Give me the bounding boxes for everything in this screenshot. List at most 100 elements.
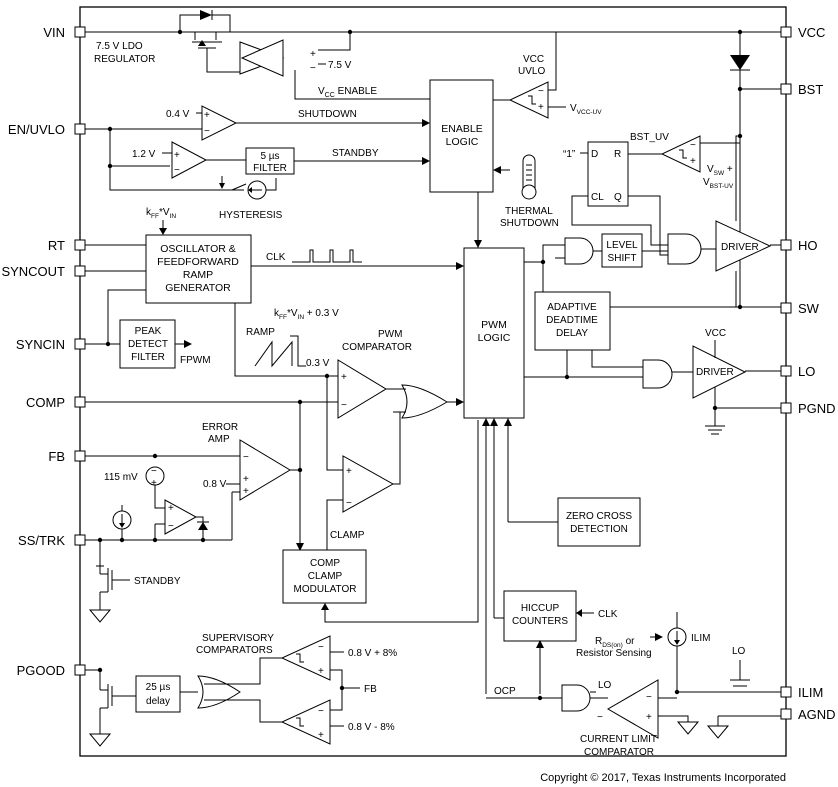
pin-label-pgnd: PGND — [798, 401, 836, 416]
enable-logic-label-2: LOGIC — [446, 136, 479, 148]
pin-label-agnd: AGND — [798, 707, 836, 722]
delay-label-2: delay — [146, 696, 170, 707]
supervisory-label-1: SUPERVISORY — [202, 633, 274, 644]
vcc-uvlo: VCC UVLO + − VVCC-UV — [493, 32, 602, 119]
ss-minus: − — [168, 521, 174, 532]
pin-label-pgood: PGOOD — [17, 663, 65, 678]
pin-label-syncout: SYNCOUT — [1, 264, 65, 279]
comp-clamp-modulator: COMP CLAMP MODULATOR — [282, 420, 479, 623]
pin-comp: COMP — [26, 395, 86, 410]
pin-pgnd: PGND — [780, 401, 836, 416]
bst-uv-label: BST_UV — [630, 132, 669, 143]
pin-label-syncin: SYNCIN — [16, 337, 65, 352]
lo-switch-label: LO — [732, 646, 746, 657]
pin-label-comp: COMP — [26, 395, 65, 410]
pin-syncout: SYNCOUT — [1, 264, 86, 279]
pin-label-lo: LO — [798, 364, 815, 379]
bst-uv-plus: + — [690, 156, 696, 167]
ramp-bottom-label: 0.3 V — [306, 358, 330, 369]
cl-minus: − — [646, 692, 652, 703]
ea-plus2: + — [243, 486, 249, 497]
lo-and-label: LO — [598, 680, 612, 691]
pin-ilim: ILIM — [780, 685, 823, 700]
zero-cross-detection: ZERO CROSS DETECTION — [557, 497, 641, 547]
adaptive-label-2: DEADTIME — [546, 315, 598, 326]
pin-label-en-uvlo: EN/UVLO — [8, 122, 65, 137]
enable-logic: ENABLE LOGIC — [429, 79, 494, 248]
zero-cross-label-2: DETECTION — [570, 524, 628, 535]
rds-label-1: RDS(on) or — [595, 636, 635, 649]
src-plus: + — [151, 478, 157, 489]
sup2-plus: + — [318, 730, 324, 741]
current-limit-label-2: COMPARATOR — [584, 747, 654, 758]
cmp-04-plus: + — [204, 110, 210, 121]
vcc-ref-label: 7.5 V — [328, 60, 352, 71]
pin-agnd: AGND — [780, 707, 836, 722]
vsw-label-2: VBST-UV — [703, 177, 734, 190]
adaptive-label-1: ADAPTIVE — [547, 302, 597, 313]
pwm-comp-label-1: PWM — [378, 329, 402, 340]
pin-vcc: VCC — [780, 25, 825, 40]
peak-label-3: FILTER — [131, 352, 165, 363]
sup2-minus: − — [318, 706, 324, 717]
ref-0-4-label: 0.4 V — [166, 109, 190, 120]
ref-1-2-label: 1.2 V — [132, 149, 156, 160]
delay-label-1: 25 µs — [146, 682, 171, 693]
vcc-uvlo-label-1: VCC — [523, 54, 544, 65]
enable-logic-label-1: ENABLE — [441, 123, 482, 135]
hiccup-label-1: HICCUP — [521, 603, 560, 614]
hysteresis-label: HYSTERESIS — [219, 210, 283, 221]
ff-cl: CL — [591, 192, 604, 203]
error-amp: ERROR AMP − + + 0.8 V − + 115 mV + − — [85, 402, 304, 551]
clamp-label: CLAMP — [330, 530, 365, 541]
pin-label-ho: HO — [798, 238, 818, 253]
pwm-comparator: PWM COMPARATOR + − — [85, 329, 464, 419]
filter-label-1: 5 µs — [260, 151, 279, 162]
pg-lo-label: 0.8 V - 8% — [348, 722, 395, 733]
sup1-plus: + — [318, 666, 324, 677]
pwm-comp-minus: − — [341, 400, 347, 411]
osc-label-3: RAMP — [183, 269, 213, 281]
clk-label: CLK — [266, 252, 286, 263]
pin-pgood: PGOOD — [17, 663, 86, 678]
ff-r: R — [614, 149, 621, 160]
peak-label-2: DETECT — [128, 339, 168, 350]
ramp: kFF*VIN + 0.3 V RAMP 0.3 V — [234, 303, 340, 379]
cmp-12-plus: + — [174, 150, 180, 161]
pin-label-ss-trk: SS/TRK — [18, 533, 65, 548]
filter-label-2: FILTER — [253, 163, 287, 174]
oscillator: kFF*VIN OSCILLATOR & FEEDFORWARD RAMP GE… — [85, 207, 464, 347]
osc-label-4: GENERATOR — [165, 282, 231, 294]
vvcc-uv-label: VVCC-UV — [570, 103, 602, 116]
ldo-section: 7.5 V LDO REGULATOR + − 7.5 V VCC ENABLE — [85, 10, 781, 100]
pwm-comp-plus: + — [341, 372, 347, 383]
pin-label-bst: BST — [798, 82, 823, 97]
fb-sup-label: FB — [364, 684, 377, 695]
error-amp-label-1: ERROR — [202, 422, 238, 433]
clamp-plus: + — [346, 466, 352, 477]
high-side-section: BST_UV − + VSW + VBST-UV D R CL Q “1” LE… — [534, 32, 781, 377]
kff-label: kFF*VIN — [146, 207, 176, 220]
shutdown-label: SHUTDOWN — [298, 109, 357, 120]
pin-sw: SW — [780, 301, 820, 316]
ff-d: D — [591, 149, 598, 160]
osc-label-1: OSCILLATOR & — [160, 243, 235, 255]
osc-label-2: FEEDFORWARD — [157, 256, 239, 268]
vcc-uvlo-minus: − — [538, 86, 544, 97]
pin-label-rt: RT — [48, 238, 65, 253]
en-uvlo-comparators: 0.4 V + − SHUTDOWN 1.2 V + − 5 µs FILTER… — [85, 105, 430, 221]
ref-115-label: 115 mV — [104, 472, 138, 483]
pwm-logic: PWM LOGIC — [463, 244, 643, 694]
ramp-label: RAMP — [246, 327, 275, 338]
pwm-logic-label-1: PWM — [481, 319, 507, 331]
fpwm-label: FPWM — [180, 355, 211, 366]
clk-hiccup-label: CLK — [598, 609, 618, 620]
ref-0-8-label: 0.8 V — [203, 479, 227, 490]
pg-hi-label: 0.8 V + 8% — [348, 648, 397, 659]
clamp-minus: − — [346, 498, 352, 509]
pin-label-sw: SW — [798, 301, 820, 316]
pin-label-fb: FB — [48, 449, 65, 464]
current-limit-section: RDS(on) or Resistor Sensing ILIM LO − + … — [486, 612, 781, 758]
pin-vin: VIN — [43, 25, 86, 40]
